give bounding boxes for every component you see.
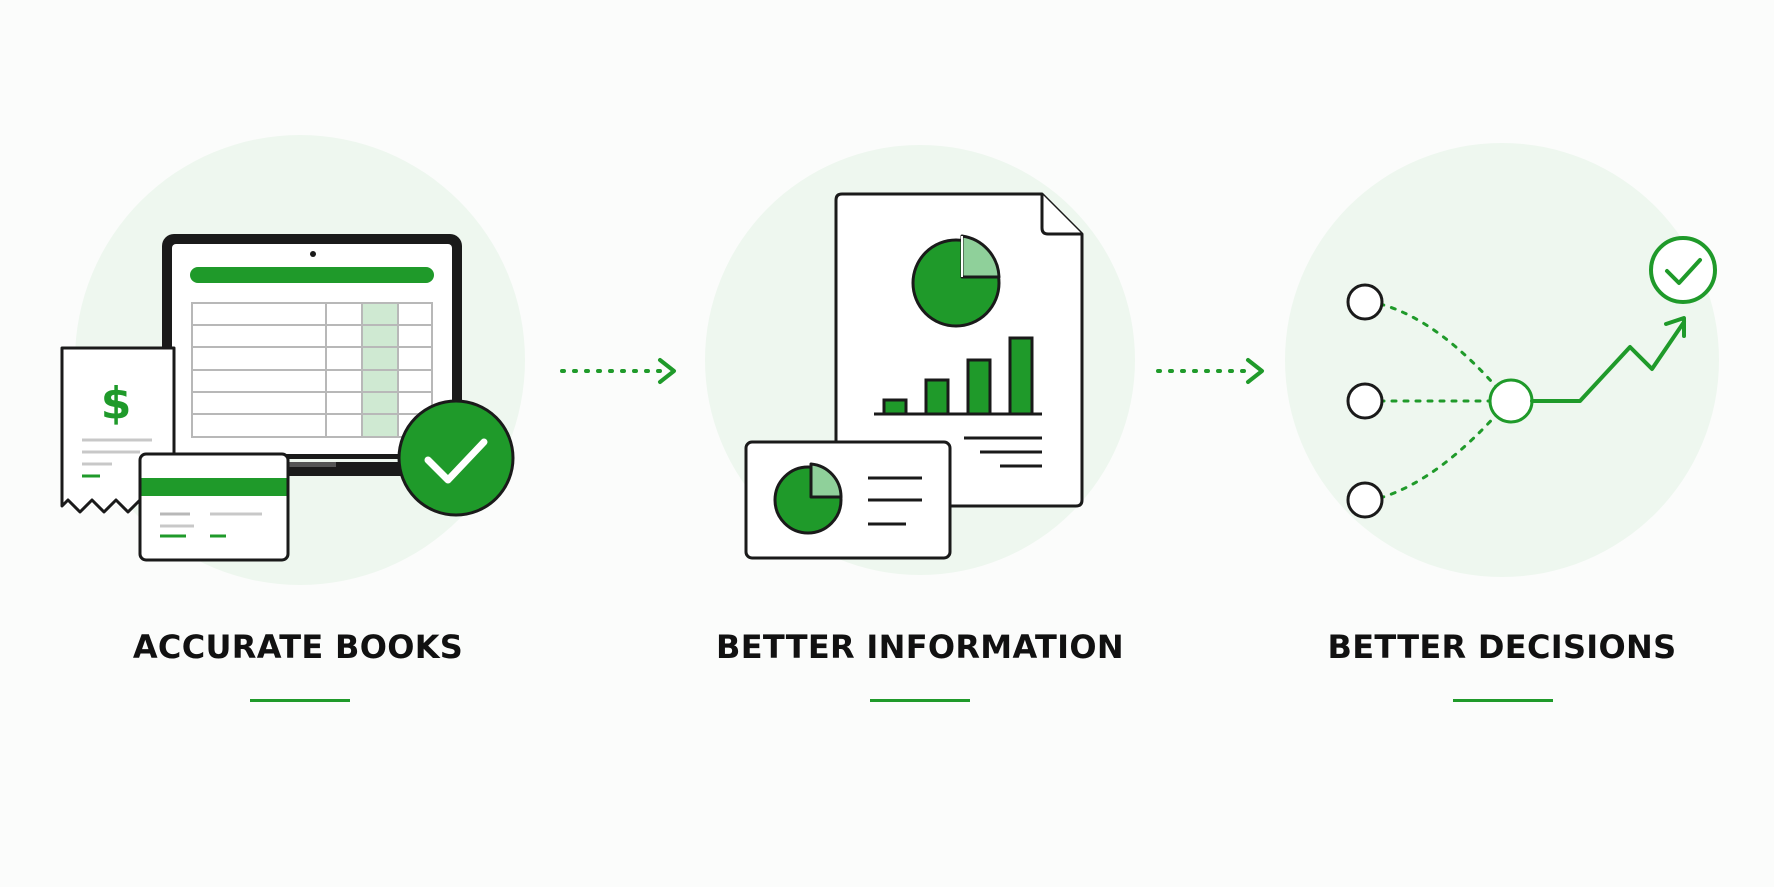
decision-nodes-icon bbox=[1346, 283, 1534, 519]
step-2-underline bbox=[870, 699, 970, 702]
credit-card-icon bbox=[138, 452, 290, 562]
report-document-icon bbox=[834, 192, 1084, 508]
step-title-better-information: BETTER INFORMATION bbox=[716, 628, 1124, 666]
step-3-underline bbox=[1453, 699, 1553, 702]
step-title-accurate-books: ACCURATE BOOKS bbox=[132, 628, 464, 666]
checkmark-badge-icon bbox=[397, 399, 515, 517]
pie-chart-icon bbox=[911, 234, 1001, 328]
dotted-arrow-icon bbox=[1156, 358, 1264, 384]
trend-arrow-icon bbox=[1530, 316, 1686, 403]
step-3-background-circle bbox=[1285, 143, 1719, 577]
step-1-underline bbox=[250, 699, 350, 702]
dotted-arrow-icon bbox=[560, 358, 676, 384]
receipt-currency-symbol: $ bbox=[101, 378, 132, 429]
check-circle-icon bbox=[1649, 236, 1717, 304]
summary-card-icon bbox=[744, 440, 952, 560]
step-title-better-decisions: BETTER DECISIONS bbox=[1327, 628, 1677, 666]
bar-chart-icon bbox=[874, 336, 1042, 416]
